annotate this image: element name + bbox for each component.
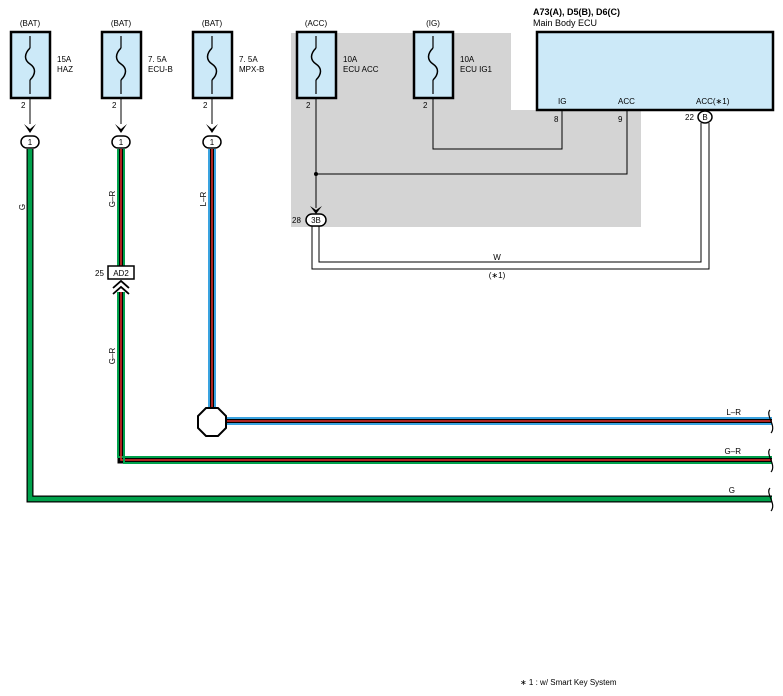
label-gr-right: G–R [725,447,742,456]
fuse-ecu-b-source: (BAT) [111,19,132,28]
fuse-mpx-b-pin: 2 [203,101,208,110]
fuse-ecu-acc-name: ECU ACC [343,65,379,74]
ig-wire [432,98,563,150]
ecu-pin-acc1-label: ACC(∗1) [696,97,730,106]
fuse-haz-rating: 15A [57,55,72,64]
label-gr-vertical-top: G–R [108,191,117,208]
fuse-ecu-acc-rating: 10A [343,55,358,64]
footnote: ∗ 1 : w/ Smart Key System [520,678,617,687]
fuse-ecu-ig1-pin: 2 [423,101,428,110]
ecu-pin-9: 9 [618,115,623,124]
w-wire-inner [318,123,702,263]
ecu-pin-ig-label: IG [558,97,566,106]
connector-mpx-b-label: 1 [210,138,215,147]
fuse-ecu-acc-pin: 2 [306,101,311,110]
fuse-mpx-b-name: MPX-B [239,65,264,74]
ecu-pin-8: 8 [554,115,559,124]
ecu-name: Main Body ECU [533,18,597,28]
junction-3b-pin: 28 [292,216,301,225]
w-wire-note: (∗1) [489,271,506,280]
fuse-haz-pin: 2 [21,101,26,110]
ecu-connector-b [697,110,713,124]
splice-dot [314,172,318,176]
connector-ad2-pin: 25 [95,269,104,278]
connector-haz-label: 1 [28,138,33,147]
fuse-ecu-acc: (ACC) 10A ECU ACC 2 [295,19,379,110]
fuse-mpx-b: (BAT) 7. 5A MPX-B 2 [191,19,264,110]
fuse-ecu-ig1-source: (IG) [426,19,440,28]
ecu-pin-22: 22 [685,113,694,122]
main-body-ecu-box [535,30,775,112]
fuse-ecu-b-rating: 7. 5A [148,55,167,64]
connector-ecu-b: 1 [111,124,131,149]
junction-3b [305,213,327,227]
label-lr-right: L–R [726,408,741,417]
label-lr-vertical: L–R [199,191,208,206]
junction-3b-arrow [310,206,322,214]
break-marks [768,409,774,512]
ecu-connector-b-label: B [702,113,707,122]
wire-gr [117,149,772,464]
wire-lr [208,149,772,425]
connector-ad2-label: AD2 [113,269,129,278]
fuse-leads [29,98,213,124]
shaded-region [291,33,641,227]
thin-wires [311,98,710,270]
connector-ad2: AD2 25 [95,265,135,295]
fuse-ecu-b-name: ECU-B [148,65,173,74]
label-g-right: G [729,486,735,495]
fuse-haz: (BAT) 15A HAZ 2 [9,19,73,110]
ecu-title: A73(A), D5(B), D6(C) [533,7,620,17]
connector-mpx-b: 1 [202,124,222,149]
junction-octagon [197,407,227,437]
fuse-mpx-b-source: (BAT) [202,19,223,28]
ecu-pin-acc-label: ACC [618,97,635,106]
label-gr-vertical-bottom: G–R [108,348,117,365]
connector-haz: 1 [20,124,40,149]
wire-g [26,149,772,503]
fuse-ecu-ig1-name: ECU IG1 [460,65,493,74]
fuse-haz-source: (BAT) [20,19,41,28]
fuse-ecu-ig1: (IG) 10A ECU IG1 2 [412,19,493,110]
label-g-vertical: G [18,204,27,210]
junction-3b-label: 3B [311,216,321,225]
w-wire-outer [311,123,710,270]
fuse-haz-name: HAZ [57,65,73,74]
w-wire-label: W [493,253,501,262]
acc-wire [315,98,628,175]
fuse-ecu-b-pin: 2 [112,101,117,110]
fuse-ecu-b: (BAT) 7. 5A ECU-B 2 [100,19,173,110]
connector-ecu-b-label: 1 [119,138,124,147]
fuse-ecu-ig1-rating: 10A [460,55,475,64]
fuse-mpx-b-rating: 7. 5A [239,55,258,64]
fuse-ecu-acc-source: (ACC) [305,19,328,28]
